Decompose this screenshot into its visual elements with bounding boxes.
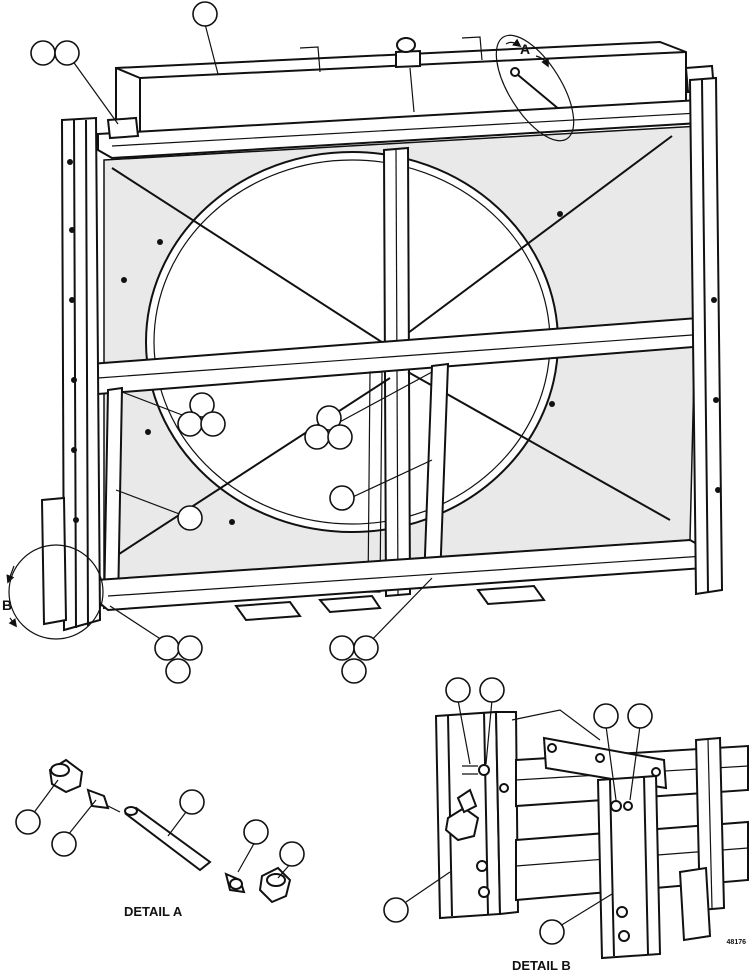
callout-circle — [154, 635, 180, 661]
detail-a-ring — [495, 34, 575, 142]
callout-circle — [383, 897, 409, 923]
callout-circle — [341, 658, 367, 684]
callout-circle — [304, 424, 330, 450]
tank-bracket-left — [106, 116, 140, 140]
main-callouts — [30, 1, 433, 684]
callout-circle — [327, 424, 353, 450]
detail-b-letter: B — [2, 597, 12, 613]
bottom-tab-1 — [234, 600, 302, 622]
callout-circle — [445, 677, 471, 703]
main-assembly — [40, 36, 724, 632]
callout-circle — [593, 703, 619, 729]
callout-circle — [627, 703, 653, 729]
callout-circle — [243, 819, 269, 845]
callout-circle — [177, 411, 203, 437]
callout-circle — [15, 809, 41, 835]
bottom-tab-2 — [317, 594, 382, 614]
callout-circle — [51, 831, 77, 857]
callout-circle — [189, 392, 215, 418]
detail-b-ring — [8, 544, 104, 640]
callout-circle — [179, 789, 205, 815]
callout-circle — [353, 635, 379, 661]
upper-diagonal-braces — [111, 135, 673, 347]
lower-diagonal-braces — [115, 371, 671, 557]
callout-circle — [200, 411, 226, 437]
detail-a-caption: DETAIL A — [124, 904, 183, 919]
bottom-tab-3 — [476, 584, 546, 606]
detail-b-washer-right — [610, 800, 622, 812]
detail-b-bracket-plate — [542, 736, 668, 790]
tube — [124, 806, 212, 872]
callout-circle — [329, 485, 355, 511]
fastener-dots — [67, 159, 721, 525]
detail-b-arrow-down — [8, 617, 18, 628]
callout-circle — [479, 677, 505, 703]
detail-a-arrow-left — [505, 38, 522, 48]
callout-circle — [329, 635, 355, 661]
callout-circle — [279, 841, 305, 867]
detail-b-arrow-up — [6, 565, 15, 584]
callout-circle — [177, 505, 203, 531]
left-side-channel — [60, 116, 102, 632]
lower-strap-left — [102, 386, 124, 610]
detail-a-letter: A — [520, 41, 530, 57]
detail-a: DETAIL A — [15, 758, 305, 919]
figure-number: 48176 — [727, 939, 747, 946]
callout-circle — [54, 40, 80, 66]
callout-circle — [165, 658, 191, 684]
detail-b-washer-left — [478, 764, 490, 776]
callout-circle — [192, 1, 218, 27]
callout-circle — [177, 635, 203, 661]
detail-b-caption: DETAIL B — [512, 958, 571, 973]
callout-circle — [30, 40, 56, 66]
detail-a-arrow-right — [535, 55, 549, 68]
callout-circle — [539, 919, 565, 945]
callout-circle — [316, 405, 342, 431]
left-lower-bracket — [40, 496, 68, 626]
detail-b: DETAIL B — [383, 677, 749, 973]
